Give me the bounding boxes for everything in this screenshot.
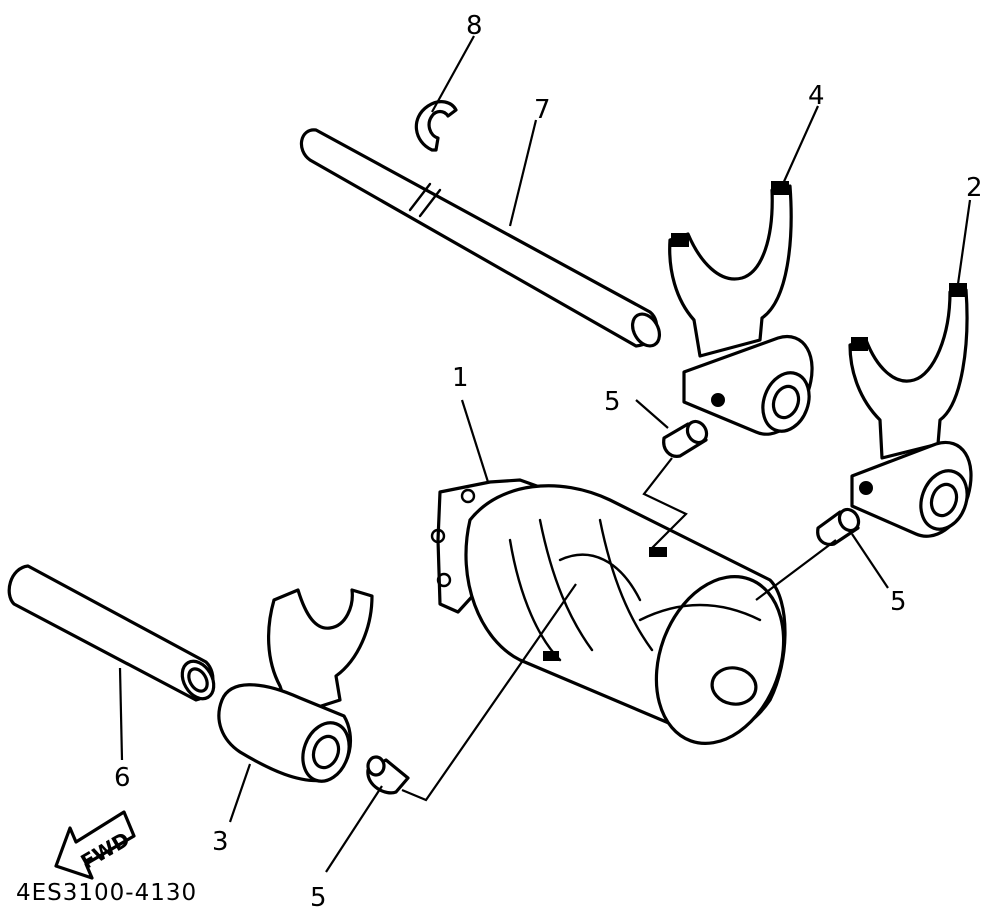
circlip-part bbox=[414, 100, 458, 152]
callout-label-4: 4 bbox=[808, 81, 825, 111]
leader-lines bbox=[118, 35, 972, 873]
callout-label-2: 2 bbox=[966, 173, 983, 203]
guide-bar-long bbox=[299, 128, 662, 348]
callout-label-3: 3 bbox=[212, 827, 229, 857]
part-code: 4ES3100-4130 bbox=[16, 880, 197, 906]
shift-fork-3 bbox=[217, 588, 374, 783]
callout-label-1: 1 bbox=[452, 363, 469, 393]
shift-fork-4 bbox=[668, 181, 814, 436]
shift-fork-2 bbox=[848, 283, 973, 538]
shift-cam-drum bbox=[430, 478, 787, 745]
callout-label-8: 8 bbox=[466, 11, 483, 41]
guide-pin-upper bbox=[662, 419, 709, 458]
callout-label-5b: 5 bbox=[890, 587, 907, 617]
guide-pin-right bbox=[816, 507, 861, 546]
callout-label-5a: 5 bbox=[604, 387, 621, 417]
guide-bar-short bbox=[7, 564, 216, 702]
callout-labels: 1 2 3 4 5 5 5 6 7 8 bbox=[114, 11, 983, 913]
callout-label-5c: 5 bbox=[310, 883, 327, 913]
callout-label-6: 6 bbox=[114, 763, 131, 793]
guide-pin-lower bbox=[366, 755, 410, 795]
callout-label-7: 7 bbox=[534, 95, 551, 125]
forward-direction-arrow: FWD bbox=[54, 810, 136, 880]
